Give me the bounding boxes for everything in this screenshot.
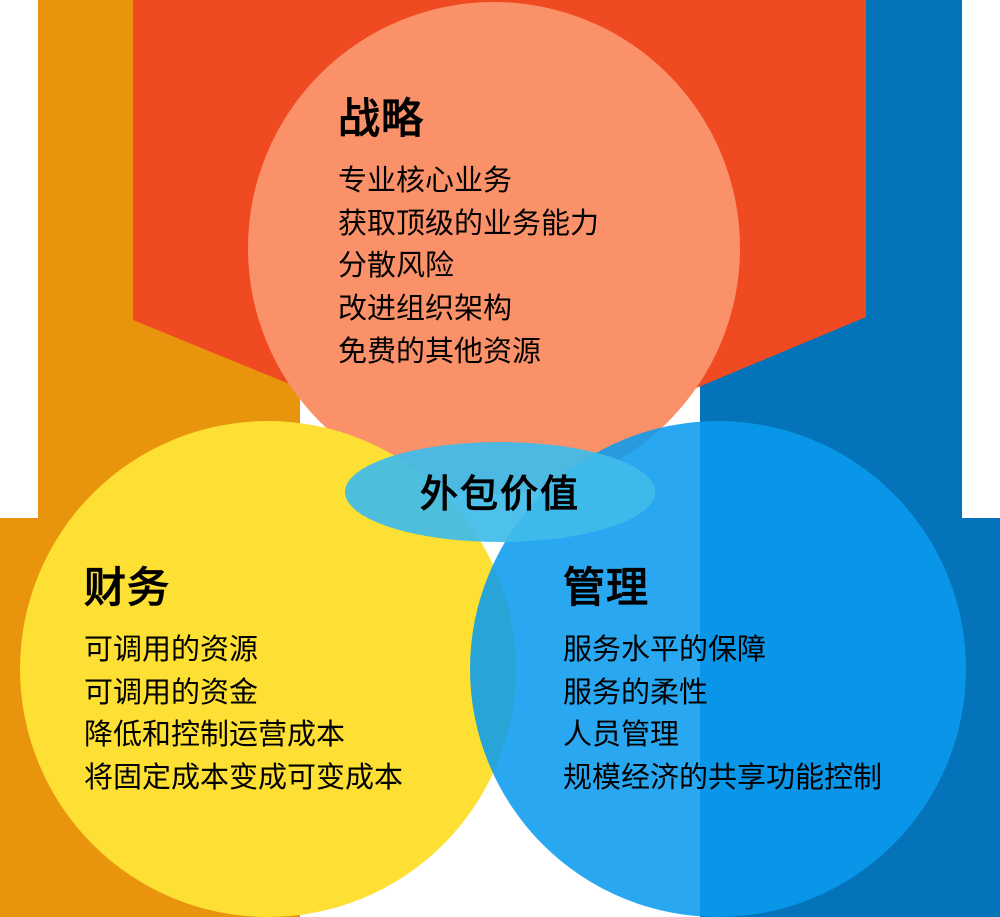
circle-finance [20,421,516,917]
center-overlap-ellipse [345,442,655,542]
circle-management [470,421,966,917]
circle-strategy [248,2,740,494]
